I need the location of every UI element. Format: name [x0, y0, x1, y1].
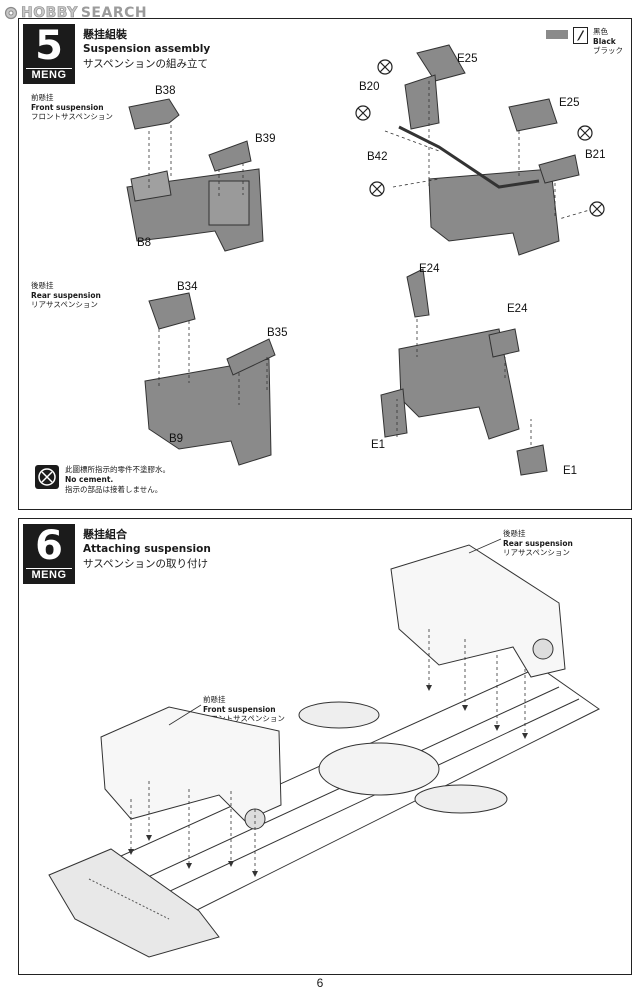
label-ja: フロントサスペンション — [31, 112, 113, 121]
gear-logo-icon — [4, 6, 18, 20]
step-6-badge: 6 MENG — [23, 524, 75, 584]
part-label-b35: B35 — [267, 327, 288, 339]
front-bumper — [48, 848, 220, 958]
part-label-e25-left: E25 — [457, 53, 478, 65]
step-5-badge: 5 MENG — [23, 24, 75, 84]
part-b20 — [404, 74, 440, 130]
label-zh: 後懸挂 — [503, 529, 526, 538]
rear-suspension-label: 後懸挂 Rear suspension リアサスペンション — [31, 281, 101, 310]
part-label-b9: B9 — [169, 433, 184, 445]
part-label-b39: B39 — [255, 133, 276, 145]
label-en: Rear suspension — [503, 538, 573, 548]
front-suspension-unit — [100, 706, 282, 822]
title-ja: サスペンションの組み立て — [83, 58, 209, 70]
part-e1-right — [516, 444, 548, 476]
step-number: 6 — [35, 523, 63, 569]
legend-text: 黑色 Black ブラック — [593, 27, 623, 56]
no-cement-markers — [355, 59, 605, 217]
page-number: 6 — [316, 976, 324, 990]
part-label-e1-left: E1 — [371, 439, 386, 451]
part-b34 — [148, 292, 196, 330]
part-label-b21: B21 — [585, 149, 606, 161]
step-5-panel: 5 MENG 懸挂組裝 Suspension assembly サスペンションの… — [18, 18, 632, 510]
engine-block — [318, 742, 440, 796]
title-en: Attaching suspension — [83, 543, 211, 555]
watermark: HOBBY SEARCH — [4, 4, 147, 22]
part-label-b34: B34 — [177, 281, 198, 293]
fuel-tank-left — [298, 701, 380, 729]
part-label-e24-left: E24 — [419, 263, 440, 275]
part-label-e24-right: E24 — [507, 303, 528, 315]
note-ja: 指示の部品は接着しません。 — [65, 485, 163, 494]
step-6-title: 懸挂組合 Attaching suspension サスペンションの取り付け — [83, 527, 211, 572]
part-b9-frame — [144, 358, 272, 466]
step-number: 5 — [35, 23, 63, 69]
part-b35 — [226, 338, 276, 376]
title-zh: 懸挂組合 — [83, 528, 127, 541]
no-cement-note: 此圖標所指示的零件不塗膠水。 No cement. 指示の部品は接着しません。 — [35, 465, 170, 495]
note-zh: 此圖標所指示的零件不塗膠水。 — [65, 465, 170, 474]
part-e24-right — [488, 328, 520, 358]
legend-zh: 黑色 — [593, 27, 608, 36]
step-6-panel: 6 MENG 懸挂組合 Attaching suspension サスペンション… — [18, 518, 632, 975]
front-suspension-callout: 前懸挂 Front suspension フロントサスペンション — [203, 695, 285, 724]
title-ja: サスペンションの取り付け — [83, 558, 209, 570]
attach-arrows — [128, 685, 528, 877]
fuel-tank-right — [414, 784, 508, 814]
step-5-title: 懸挂組裝 Suspension assembly サスペンションの組み立て — [83, 27, 210, 72]
part-b42-tierod — [398, 125, 540, 189]
part-label-e25-right: E25 — [559, 97, 580, 109]
step-5-illustration — [126, 44, 605, 476]
part-label-b38: B38 — [155, 85, 176, 97]
rear-suspension-callout: 後懸挂 Rear suspension リアサスペンション — [503, 529, 573, 558]
paint-brush-icon — [573, 27, 588, 44]
title-zh: 懸挂組裝 — [83, 28, 127, 41]
brand-logo: MENG — [26, 68, 72, 82]
legend-ja: ブラック — [593, 46, 623, 55]
part-label-b42: B42 — [367, 151, 388, 163]
part-e24-left — [406, 268, 430, 318]
part-e25-left — [416, 44, 466, 82]
label-ja: フロントサスペンション — [203, 714, 285, 723]
label-zh: 後懸挂 — [31, 281, 54, 290]
note-text: 此圖標所指示的零件不塗膠水。 No cement. 指示の部品は接着しません。 — [65, 465, 170, 495]
no-cement-icon — [35, 465, 59, 489]
part-label-b8: B8 — [137, 237, 152, 249]
label-en: Front suspension — [203, 704, 276, 714]
step-6-illustration — [48, 538, 600, 958]
note-en: No cement. — [65, 475, 114, 484]
watermark-hobby: HOBBY — [21, 5, 78, 22]
label-zh: 前懸挂 — [203, 695, 226, 704]
front-suspension-label: 前懸挂 Front suspension フロントサスペンション — [31, 93, 113, 122]
legend-en: Black — [593, 36, 616, 46]
label-ja: リアサスペンション — [31, 300, 98, 309]
title-en: Suspension assembly — [83, 43, 211, 55]
part-label-b20: B20 — [359, 81, 380, 93]
part-b39 — [208, 140, 252, 172]
brand-logo: MENG — [26, 568, 72, 582]
black-swatch — [546, 30, 568, 39]
rear-suspension-unit — [390, 544, 566, 678]
label-en: Rear suspension — [31, 290, 101, 300]
part-b21 — [538, 154, 580, 184]
label-ja: リアサスペンション — [503, 548, 570, 557]
part-e1-left — [380, 388, 408, 438]
watermark-search: SEARCH — [80, 5, 148, 21]
part-label-e1-right: E1 — [563, 465, 578, 477]
part-b38 — [128, 98, 180, 130]
label-en: Front suspension — [31, 102, 104, 112]
part-e25-right — [508, 98, 558, 132]
color-legend: 黑色 Black ブラック — [546, 27, 623, 56]
label-zh: 前懸挂 — [31, 93, 54, 102]
